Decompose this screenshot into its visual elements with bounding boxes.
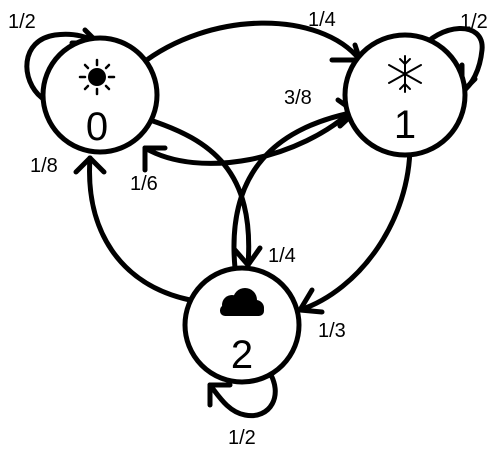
node-label: 1 (394, 103, 416, 147)
edge-label-1-to-0: 1/6 (130, 173, 158, 195)
edge-label-0-to-1: 1/4 (308, 9, 336, 31)
snowflake-icon (388, 55, 422, 93)
cloud-icon (220, 288, 264, 316)
edge-label-1-to-2: 1/3 (318, 320, 346, 342)
edge-label-0-to-0: 1/2 (8, 11, 36, 33)
edge-label-2-to-0: 1/8 (30, 155, 58, 177)
node-label: 0 (86, 105, 108, 149)
edge-label-1-to-1: 1/2 (460, 11, 488, 33)
edge-2-to-2 (207, 367, 278, 419)
edge-label-0-to-2: 1/4 (268, 245, 296, 267)
edge-1-to-0 (142, 105, 358, 173)
edge-label-2-to-2: 1/2 (228, 427, 256, 449)
node-label: 2 (231, 333, 253, 377)
edge-1-to-2 (297, 142, 413, 315)
edge-label-2-to-1: 3/8 (284, 87, 312, 109)
edge-2-to-0 (73, 155, 193, 303)
node-2: 2 (182, 265, 302, 385)
node-0: 0 (40, 35, 160, 155)
node-1: 1 (342, 32, 468, 158)
sun-icon (78, 58, 116, 96)
